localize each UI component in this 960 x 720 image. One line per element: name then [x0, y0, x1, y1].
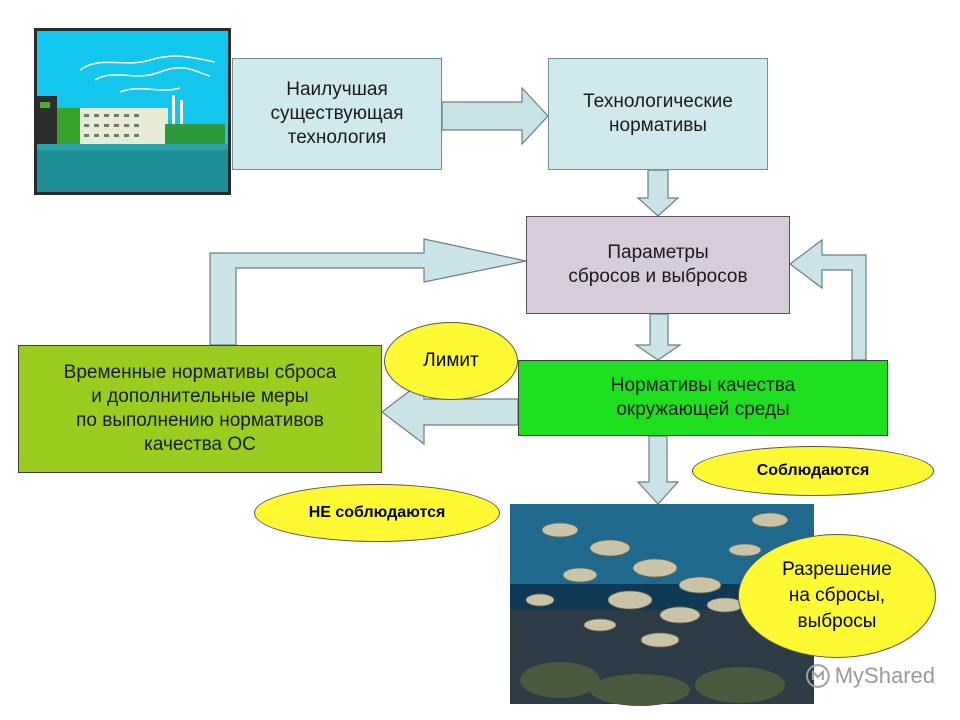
temporary-standards-line-1: Временные нормативы сброса: [63, 362, 337, 383]
arrow-temp-loop-to-params: [209, 238, 527, 346]
permit-line-1: Разрешение: [782, 559, 892, 580]
temporary-standards-line-4: качества ОС: [144, 434, 256, 455]
best-technology-line-2: существующая: [270, 103, 404, 124]
best-technology-line-3: технология: [287, 127, 387, 148]
arrow-params-to-quality: [634, 313, 682, 361]
environmental-quality-line-1: Нормативы качества: [610, 375, 796, 396]
watermark-text: MyShared: [834, 663, 935, 688]
arrow-quality-to-fish: [636, 435, 680, 505]
complied-ellipse: Соблюдаются: [692, 446, 934, 496]
arrow-tech-to-params: [636, 169, 680, 217]
temporary-standards-line-2: и дополнительные меры: [91, 386, 309, 407]
not-complied-ellipse: НЕ соблюдаются: [254, 484, 500, 542]
emission-parameters-line-1: Параметры: [607, 242, 709, 263]
tech-standards-line-1: Технологические: [583, 91, 733, 112]
fish-reef-photo: [510, 504, 814, 706]
arrow-quality-loop-to-params: [789, 238, 867, 361]
environmental-quality-line-2: окружающей среды: [616, 399, 790, 420]
best-technology-line-1: Наилучшая: [286, 79, 388, 100]
arrow-best-to-tech: [441, 86, 549, 146]
temporary-standards-line-3: по выполнению нормативов: [76, 410, 324, 431]
tech-standards-line-2: нормативы: [609, 115, 707, 136]
tech-standards-box: Технологические нормативы: [548, 58, 768, 170]
limit-ellipse: Лимит: [384, 322, 518, 400]
permit-line-3: выбросы: [797, 611, 877, 632]
environmental-quality-box: Нормативы качества окружающей среды: [518, 360, 888, 436]
permit-line-2: на сбросы,: [788, 585, 886, 606]
watermark-logo-icon: [805, 664, 830, 688]
temporary-standards-box: Временные нормативы сброса и дополнитель…: [18, 345, 382, 473]
factory-illustration: [34, 28, 231, 195]
emission-parameters-line-2: сбросов и выбросов: [568, 266, 748, 287]
emission-parameters-box: Параметры сбросов и выбросов: [526, 216, 790, 314]
watermark: MyShared: [805, 658, 935, 694]
best-technology-box: Наилучшая существующая технология: [232, 58, 442, 170]
permit-ellipse: Разрешение на сбросы, выбросы: [738, 534, 936, 658]
